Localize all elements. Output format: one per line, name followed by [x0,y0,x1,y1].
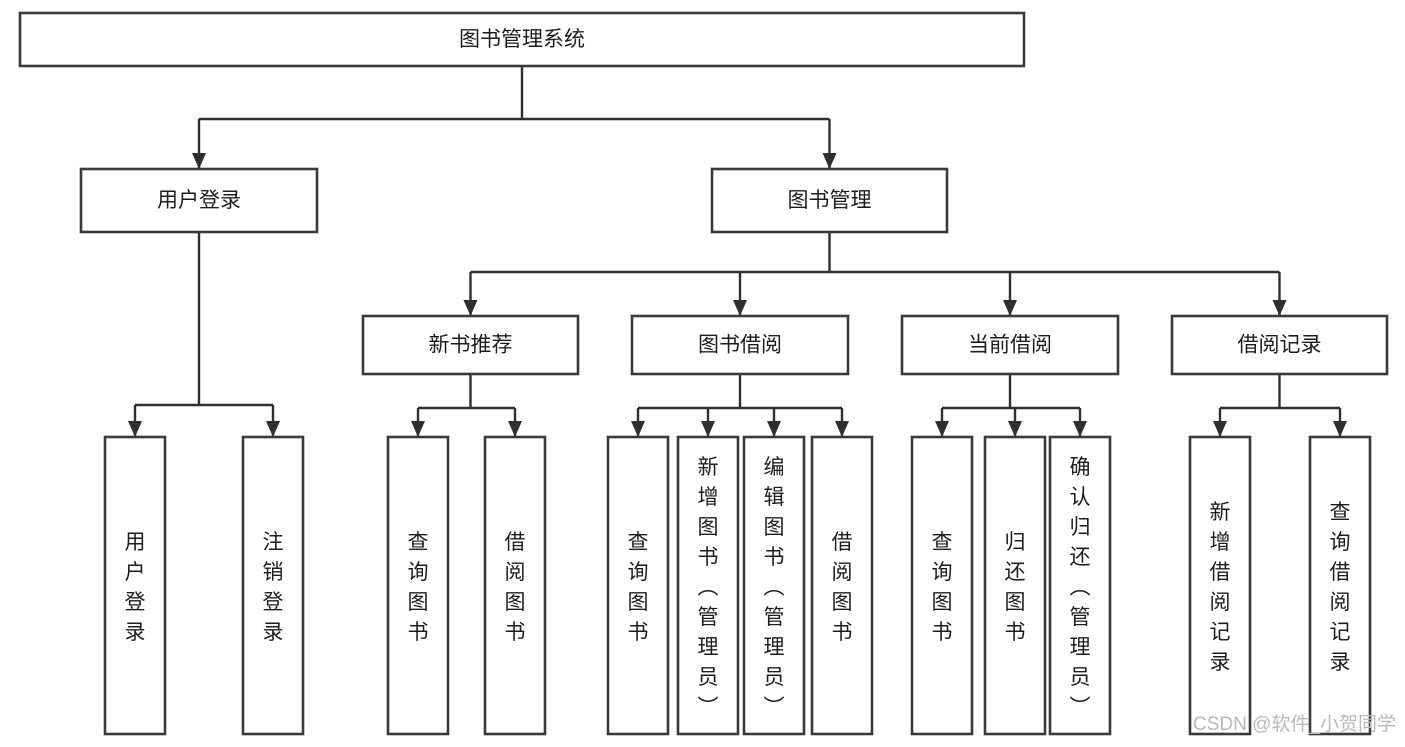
arrow-head-icon [935,421,949,437]
node-level4-leaf-user-logout[interactable]: 注销登录 [241,435,305,736]
node-label: 查询图书 [408,531,429,644]
node-label: 图书管理 [788,189,872,212]
node-box [983,435,1047,736]
node-label: 新书推荐 [429,334,513,357]
node-level3-new-book-rec[interactable]: 新书推荐 [361,314,580,376]
arrow-head-icon [835,421,849,437]
node-level3-current-borrow[interactable]: 当前借阅 [900,314,1120,376]
node-label: 新增图书︵管理员︶ [698,456,719,719]
node-label: 借阅图书 [832,531,853,644]
node-box [1308,435,1372,736]
node-box [386,435,450,736]
arrow-head-icon [1333,421,1347,437]
arrow-head-icon [822,153,837,169]
node-box [241,435,305,736]
connector-layer [128,66,1347,437]
node-box [1188,435,1252,736]
arrow-head-icon [701,421,715,437]
arrow-head-icon [266,421,280,437]
node-label: 查询图书 [628,531,649,644]
node-level4-leaf-add-record[interactable]: 新增借阅记录 [1188,435,1252,736]
arrow-head-icon [631,421,645,437]
node-box [606,435,670,736]
node-level2-book-manage[interactable]: 图书管理 [710,167,949,234]
node-label: 新增借阅记录 [1210,501,1231,674]
node-level4-leaf-query-book-c[interactable]: 查询图书 [910,435,974,736]
node-label: 归还图书 [1005,531,1026,644]
node-box [1048,435,1112,736]
node-box [79,167,319,234]
node-box [710,167,949,234]
node-level4-leaf-confirm-return[interactable]: 确认归还︵管理员︶ [1048,435,1112,736]
node-level3-book-borrow[interactable]: 图书借阅 [630,314,850,376]
node-level4-leaf-query-book-b[interactable]: 查询图书 [606,435,670,736]
node-level4-leaf-edit-book[interactable]: 编辑图书︵管理员︶ [742,435,806,736]
node-box [18,11,1026,68]
node-box [910,435,974,736]
node-box [1170,314,1389,376]
arrow-head-icon [1008,421,1022,437]
node-box [900,314,1120,376]
node-label: 借阅图书 [505,531,526,644]
node-root-book-management-system[interactable]: 图书管理系统 [18,11,1026,68]
arrow-head-icon [1003,300,1017,316]
node-label: 查询图书 [932,531,953,644]
node-label: 注销登录 [263,531,284,644]
node-box [742,435,806,736]
node-label: 图书管理系统 [459,28,585,51]
arrow-head-icon [128,421,142,437]
node-level2-user-login[interactable]: 用户登录 [79,167,319,234]
watermark-layer: CSDN @软件_小贺同学 [1193,713,1396,735]
node-layer: 图书管理系统用户登录图书管理新书推荐图书借阅当前借阅借阅记录用户登录注销登录查询… [18,11,1389,736]
node-box [103,435,167,736]
arrow-head-icon [463,300,478,316]
node-level4-leaf-query-record[interactable]: 查询借阅记录 [1308,435,1372,736]
arrow-head-icon [411,421,425,437]
node-level4-leaf-borrow-book-b[interactable]: 借阅图书 [810,435,874,736]
arrow-head-icon [733,300,747,316]
node-box [676,435,740,736]
node-label: 借阅记录 [1238,334,1322,357]
node-level4-leaf-borrow-book-a[interactable]: 借阅图书 [483,435,547,736]
node-box [483,435,547,736]
node-label: 查询借阅记录 [1330,501,1351,674]
node-level4-leaf-return-book[interactable]: 归还图书 [983,435,1047,736]
node-label: 图书借阅 [698,334,782,357]
csdn-watermark: CSDN @软件_小贺同学 [1193,713,1396,735]
node-level4-leaf-query-book-a[interactable]: 查询图书 [386,435,450,736]
arrow-head-icon [1272,300,1287,316]
node-level3-borrow-record[interactable]: 借阅记录 [1170,314,1389,376]
arrow-head-icon [767,421,781,437]
node-box [361,314,580,376]
node-label: 当前借阅 [968,334,1052,357]
arrow-head-icon [1213,421,1227,437]
node-label: 用户登录 [125,531,146,644]
node-level4-leaf-add-book[interactable]: 新增图书︵管理员︶ [676,435,740,736]
node-label: 用户登录 [157,189,241,212]
node-label: 编辑图书︵管理员︶ [764,456,785,719]
arrow-head-icon [192,153,206,169]
node-box [630,314,850,376]
node-label: 确认归还︵管理员︶ [1070,456,1091,719]
node-level4-leaf-user-login[interactable]: 用户登录 [103,435,167,736]
node-box [810,435,874,736]
arrow-head-icon [1073,421,1087,437]
arrow-head-icon [508,421,522,437]
